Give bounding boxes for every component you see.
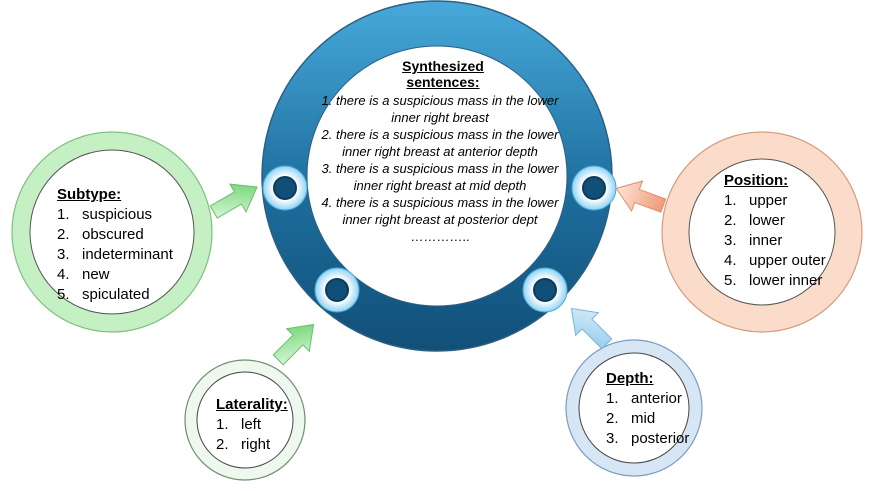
depth-ring	[565, 339, 703, 477]
list-item: 3. inner	[724, 231, 826, 251]
item-label: suspicious	[82, 206, 153, 223]
list-item: 2. mid	[606, 409, 689, 429]
item-number: 3.	[606, 430, 619, 447]
sentence-list: 1. there is a suspicious mass in the low…	[320, 92, 560, 245]
list-item: 1. anterior	[606, 389, 689, 409]
position-arrow	[615, 180, 667, 213]
list-item: 5. lower inner	[724, 271, 826, 291]
item-number: 3.	[57, 246, 70, 263]
list-item: 4. upper outer	[724, 251, 826, 271]
item-label: mid	[631, 410, 656, 427]
connector-knob-right	[571, 165, 617, 211]
list-item: 5. spiculated	[57, 285, 173, 305]
list-item: 2. obscured	[57, 225, 173, 245]
item-number: 2.	[606, 410, 619, 427]
list-item: 4. new	[57, 265, 173, 285]
depth-list: 1. anterior 2. mid 3. posterior	[606, 389, 689, 449]
synthesized-sentences-title: Synthesized sentences:	[378, 58, 508, 90]
position-list: 1. upper 2. lower 3. inner 4. upper outer 5.…	[724, 191, 826, 291]
title-line-2: sentences:	[406, 74, 480, 90]
item-number: 2.	[724, 212, 737, 229]
list-item: 2. right	[216, 435, 288, 455]
item-number: 2.	[216, 436, 229, 453]
item-label: new	[82, 266, 110, 283]
laterality-arrow	[272, 323, 315, 366]
sentence-1: 1. there is a suspicious mass in the low…	[321, 93, 559, 125]
item-label: posterior	[631, 430, 690, 447]
connector-knob-left	[262, 165, 308, 211]
laterality-box: Laterality: 1. left 2. right	[216, 396, 288, 455]
sentence-2: 2. there is a suspicious mass in the low…	[321, 127, 559, 159]
item-label: obscured	[82, 226, 144, 243]
sentence-4: 4. there is a suspicious mass in the low…	[321, 195, 559, 227]
item-label: upper	[749, 192, 788, 209]
list-item: 3. posterior	[606, 429, 689, 449]
item-number: 5.	[724, 272, 737, 289]
item-label: left	[241, 416, 262, 433]
ellipsis: …………..	[410, 229, 470, 244]
depth-arrow	[570, 307, 613, 350]
item-number: 3.	[724, 232, 737, 249]
list-item: 1. suspicious	[57, 205, 173, 225]
item-label: spiculated	[82, 286, 150, 303]
item-label: lower inner	[749, 272, 823, 289]
item-label: inner	[749, 232, 783, 249]
depth-title: Depth:	[606, 370, 654, 387]
item-number: 4.	[724, 252, 737, 269]
list-item: 3. indeterminant	[57, 245, 173, 265]
subtype-ring	[11, 131, 213, 333]
list-item: 1. left	[216, 415, 288, 435]
subtype-arrow	[209, 183, 258, 219]
subtype-title: Subtype:	[57, 186, 122, 203]
list-item: 2. lower	[724, 211, 826, 231]
item-label: lower	[749, 212, 785, 229]
item-label: upper outer	[749, 252, 826, 269]
item-number: 1.	[57, 206, 70, 223]
subtype-list: 1.suspicious 2.obscured 3.indeterminant …	[57, 205, 173, 305]
laterality-list: 1. left 2. right	[216, 415, 288, 455]
item-label: right	[241, 436, 271, 453]
item-number: 1.	[216, 416, 229, 433]
item-label: indeterminant	[82, 246, 173, 263]
item-number: 1.	[724, 192, 737, 209]
list-item: 1. upper	[724, 191, 826, 211]
laterality-ring	[184, 359, 306, 481]
position-ring	[661, 131, 863, 333]
item-number: 1.	[606, 390, 619, 407]
depth-box: Depth: 1. anterior 2. mid 3. posterior	[606, 370, 689, 449]
subtype-box: Subtype: 1. suspicious 2. obscured 3. indet…	[57, 186, 173, 305]
item-label: anterior	[631, 390, 682, 407]
title-line-1: Synthesized	[402, 58, 484, 74]
center-ring	[261, 0, 613, 352]
connector-knob-bottom-right	[522, 267, 568, 313]
laterality-title: Laterality:	[216, 396, 288, 413]
item-number: 5.	[57, 286, 70, 303]
sentence-3: 3. there is a suspicious mass in the low…	[321, 161, 559, 193]
item-number: 4.	[57, 266, 70, 283]
connector-knob-bottom-left	[314, 267, 360, 313]
item-number: 2.	[57, 226, 70, 243]
position-box: Position: 1. upper 2. lower 3. inner 4. uppe…	[724, 172, 826, 291]
position-title: Position:	[724, 172, 789, 189]
